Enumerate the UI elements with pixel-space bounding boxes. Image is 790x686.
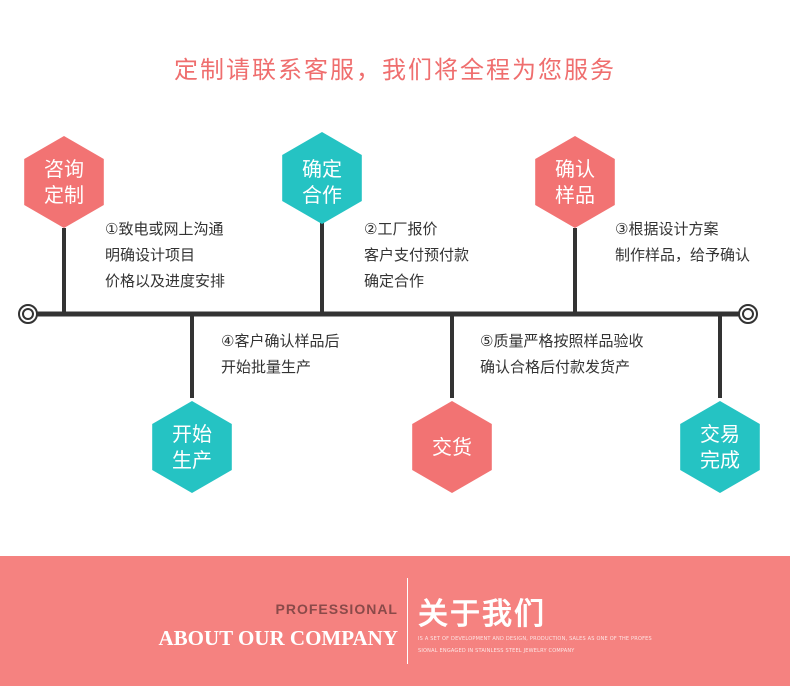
step-1-label: 咨询定制 [44,157,84,207]
professional-label: PROFESSIONAL [275,601,398,617]
timeline-left-endpoint-inner [22,308,34,320]
company-tagline-line-2: SIONAL ENGAGED IN STAINLESS STEEL JEWELR… [418,648,575,654]
step-5-description: ⑤质量严格按照样品验收确认合格后付款发货产 [480,332,644,376]
step-2-hexagon [282,132,362,224]
step-2-description: ②工厂报价客户支付预付款确定合作 [364,220,470,290]
about-company-heading: ABOUT OUR COMPANY [158,626,398,650]
step-6-hexagon [680,401,760,493]
banner-divider [407,578,408,664]
about-banner: PROFESSIONAL ABOUT OUR COMPANY 关于我们 IS A… [0,556,790,686]
company-tagline-line-1: IS A SET OF DEVELOPMENT AND DESIGN, PROD… [418,636,652,642]
step-5-hexagon [412,401,492,493]
step-3-label: 确认样品 [555,157,595,207]
step-5-label: 交货 [432,435,472,459]
page-title: 定制请联系客服，我们将全程为您服务 [174,56,616,84]
step-4-description: ④客户确认样品后开始批量生产 [221,332,340,376]
step-1-hexagon [24,136,104,228]
timeline-right-endpoint-inner [742,308,754,320]
process-flow [18,132,760,493]
step-4-hexagon [152,401,232,493]
step-3-description: ③根据设计方案制作样品，给予确认 [615,220,751,264]
step-1-description: ①致电或网上沟通明确设计项目价格以及进度安排 [105,220,226,290]
step-4-label: 开始生产 [172,422,212,472]
about-us-title: 关于我们 [418,597,546,632]
step-6-label: 交易完成 [700,422,740,472]
step-2-label: 确定合作 [302,157,342,207]
step-3-hexagon [535,136,615,228]
